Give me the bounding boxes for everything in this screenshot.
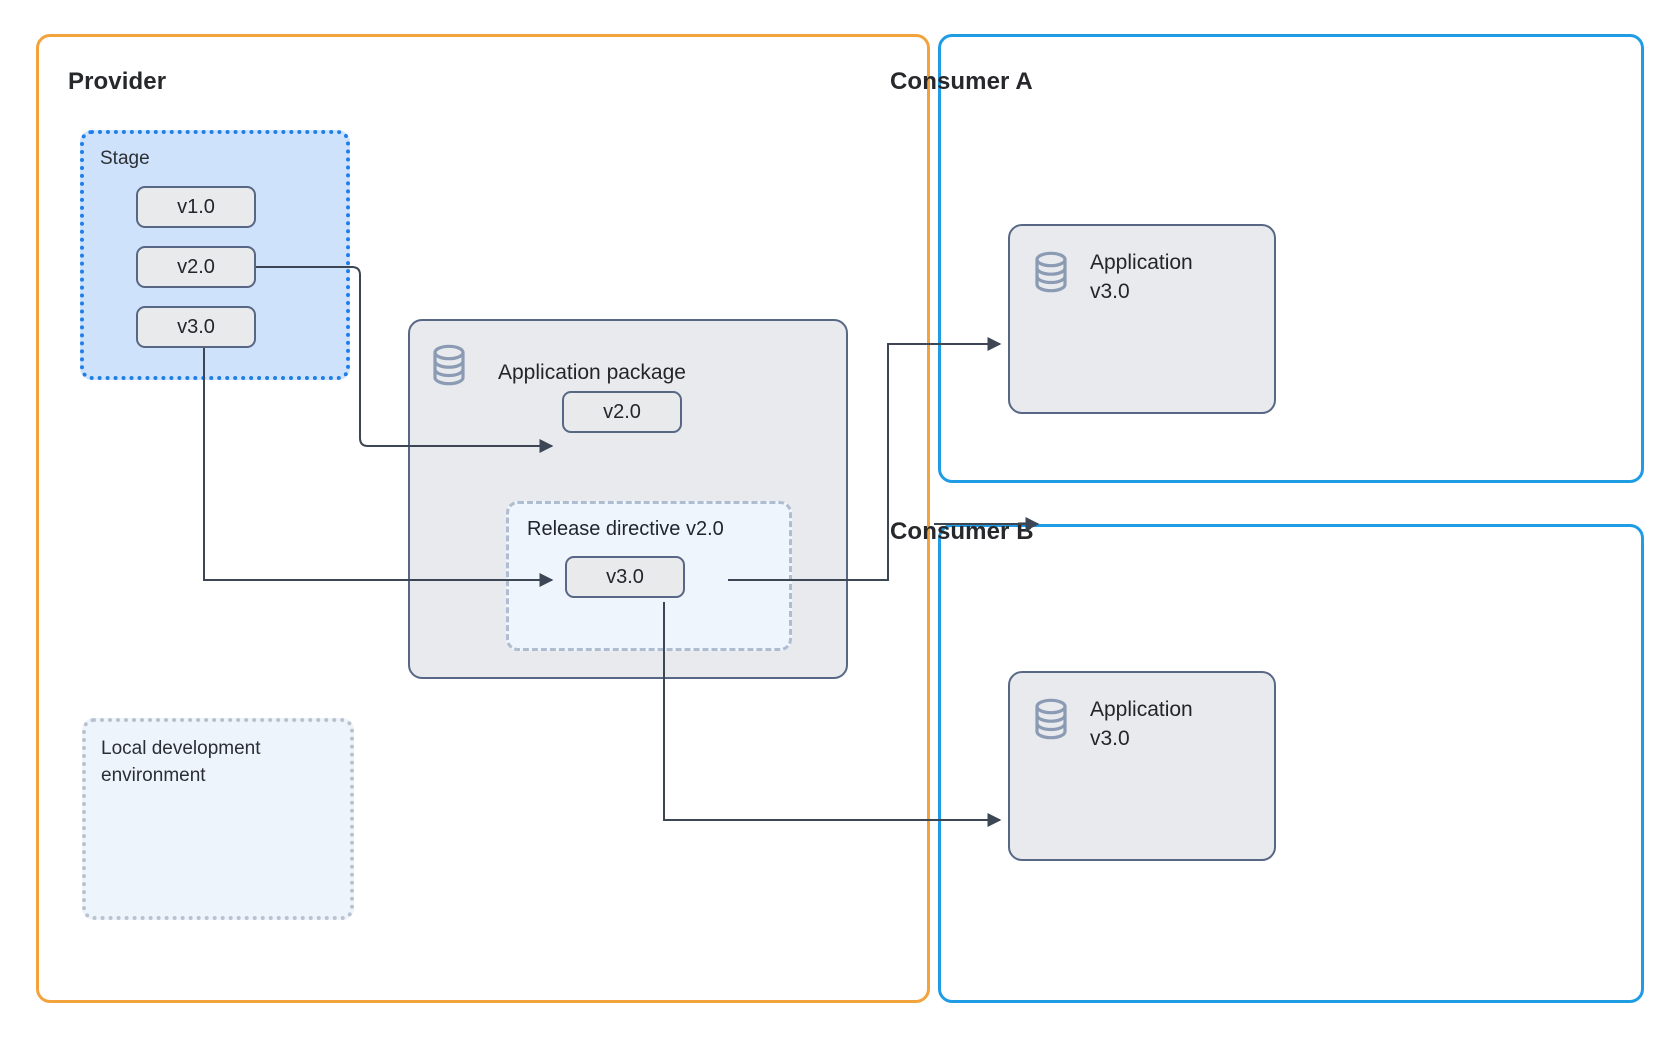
stage-version-v3[interactable]: v3.0 (136, 306, 256, 348)
release-directive-title: Release directive v2.0 (527, 518, 724, 540)
stage-label: Stage (100, 148, 150, 169)
stage-version-v2[interactable]: v2.0 (136, 246, 256, 288)
local-development-environment-label: Local development environment (101, 738, 261, 786)
release-directive-container: Release directive v2.0 v3.0 (506, 501, 792, 651)
local-development-environment: Local development environment (82, 718, 354, 920)
package-version-v2[interactable]: v2.0 (562, 391, 682, 433)
consumer-b-application-card[interactable]: Application v3.0 (1008, 671, 1276, 861)
release-directive-version-v3[interactable]: v3.0 (565, 556, 685, 598)
database-icon (430, 343, 468, 392)
stage-version-v1[interactable]: v1.0 (136, 186, 256, 228)
provider-zone-title: Provider (68, 68, 167, 95)
database-icon (1032, 250, 1070, 299)
consumer-b-zone-title: Consumer B (890, 518, 1034, 545)
consumer-b-application-label: Application v3.0 (1090, 698, 1193, 750)
consumer-a-application-card[interactable]: Application v3.0 (1008, 224, 1276, 414)
consumer-a-zone-title: Consumer A (890, 68, 1033, 95)
database-icon (1032, 697, 1070, 746)
application-package-container: Application package v2.0 Release directi… (408, 319, 848, 679)
consumer-a-application-label: Application v3.0 (1090, 251, 1193, 303)
application-package-title: Application package (498, 361, 686, 384)
